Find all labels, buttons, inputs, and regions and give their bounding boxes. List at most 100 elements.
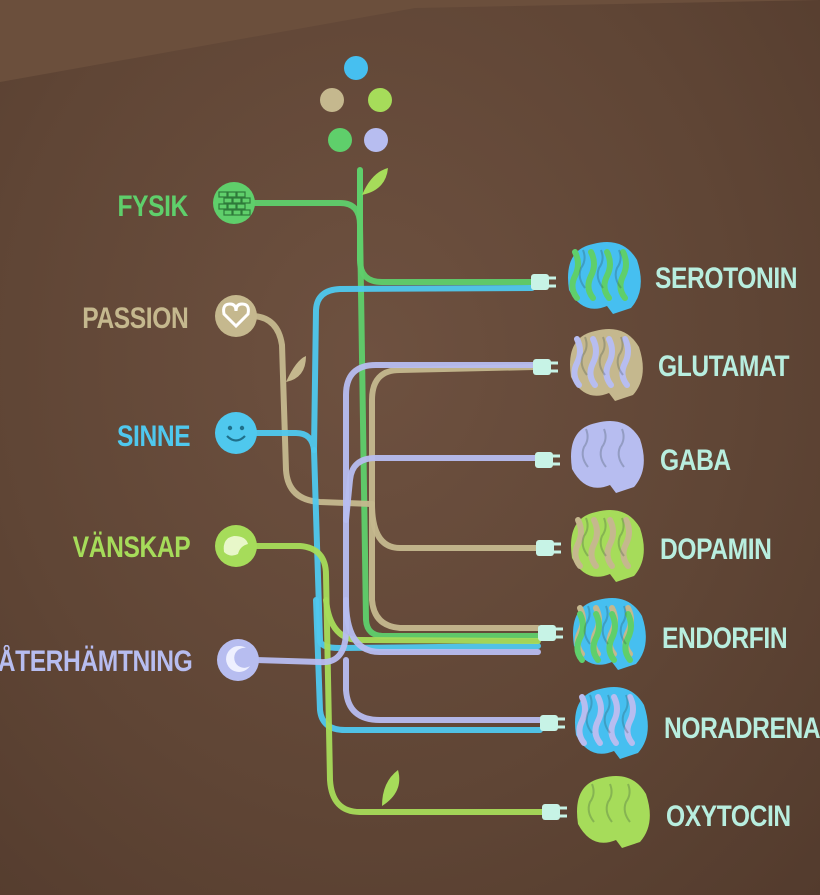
brain-icon-glutamat	[570, 329, 643, 401]
moon-icon	[217, 639, 259, 681]
source-label-aterhamtning: ÅTERHÄMTNING	[0, 645, 192, 678]
connection-lines	[251, 200, 545, 815]
tree-decoration	[286, 56, 400, 806]
tree-dot	[368, 88, 392, 112]
plug-glutamat	[533, 359, 558, 375]
leaf-icon	[382, 770, 400, 806]
tree-dot	[364, 128, 388, 152]
plug-body	[536, 540, 554, 556]
brain-icon-gaba	[571, 421, 644, 493]
brain-fold	[571, 336, 583, 388]
brick	[227, 191, 237, 198]
brain-groove	[614, 249, 622, 289]
brain-fold	[617, 249, 629, 301]
connection-line-sinne-serotonin	[251, 285, 535, 453]
brick	[232, 197, 242, 204]
brick	[223, 209, 233, 216]
target-label-noradrenalin: NORADRENALIN	[664, 712, 820, 745]
brain-groove	[617, 428, 625, 468]
brain-fold	[608, 694, 620, 746]
brain-groove	[599, 428, 607, 468]
plug-noradrenalin	[540, 715, 565, 731]
brain-icon-noradrenalin	[575, 687, 648, 759]
target-label-serotonin: SEROTONIN	[655, 262, 798, 295]
connection-line-fysik-serotonin	[251, 200, 535, 285]
brain-fold	[601, 249, 613, 301]
brain-groove	[599, 517, 607, 557]
brick	[241, 209, 251, 216]
target-label-oxytocin: OXYTOCIN	[666, 800, 791, 833]
brain-icon-dopamin	[571, 510, 644, 582]
brain-groove	[616, 336, 624, 376]
brain-groove	[581, 517, 589, 557]
brain-groove	[585, 694, 593, 734]
brain-fold	[592, 694, 604, 746]
plug-gaba	[535, 452, 560, 468]
brain-groove	[598, 336, 606, 376]
tree-dot	[328, 128, 352, 152]
connection-line-återhämtning-glutamat	[253, 362, 537, 666]
brick	[232, 209, 242, 216]
brain-fold	[622, 611, 634, 663]
plug-body	[538, 625, 556, 641]
source-icons	[213, 182, 259, 681]
brain-groove	[580, 336, 588, 376]
smiley-icon	[215, 412, 257, 454]
brain-groove	[605, 783, 613, 823]
connection-line-återhämtning-noradrenalin	[343, 657, 543, 723]
brain-groove	[619, 605, 627, 645]
plug-endorfin	[538, 625, 563, 641]
handshake-icon	[215, 525, 257, 567]
brain-icon-serotonin	[568, 242, 641, 314]
brain-fold	[620, 517, 632, 569]
brain-fold	[624, 694, 636, 746]
brain-fold	[588, 517, 600, 569]
plug-body	[542, 804, 560, 820]
brick	[218, 203, 228, 210]
brain-fold	[603, 336, 615, 388]
brain-icon-oxytocin	[577, 776, 650, 848]
brain-fold	[604, 517, 616, 569]
connector-plugs	[531, 274, 567, 820]
moon-shape	[226, 645, 250, 672]
target-label-gaba: GABA	[660, 444, 731, 477]
brain-groove	[623, 783, 631, 823]
brain-groove	[596, 249, 604, 289]
leaf-icon	[362, 168, 388, 195]
brain-icons	[568, 242, 650, 848]
source-label-vanskap: VÄNSKAP	[72, 531, 191, 564]
brain-groove	[578, 249, 586, 289]
source-icon-circle	[217, 639, 259, 681]
smiley-eye	[227, 425, 233, 431]
leaf-icon	[286, 356, 306, 382]
connection-line-återhämtning-endorfin	[343, 597, 541, 655]
plug-dopamin	[536, 540, 561, 556]
brick	[236, 203, 246, 210]
tree-dot	[344, 56, 368, 80]
connection-line-passion-glutamat	[251, 313, 375, 507]
connection-line-passion-dopamin	[369, 364, 537, 507]
connection-line-återhämtning-gaba	[343, 455, 539, 523]
brain-icon-endorfin	[573, 598, 646, 670]
tree-dot	[320, 88, 344, 112]
brain-groove	[603, 694, 611, 734]
brain-fold	[574, 611, 586, 663]
smiley-eye	[239, 425, 245, 431]
brick	[223, 197, 233, 204]
brain-groove	[621, 694, 629, 734]
brain-groove	[587, 783, 595, 823]
brain-fold	[619, 336, 631, 388]
brain-shape	[571, 421, 644, 493]
plug-oxytocin	[542, 804, 567, 820]
source-icon-circle	[215, 412, 257, 454]
target-label-glutamat: GLUTAMAT	[658, 350, 790, 383]
connection-line-passion-endorfin	[369, 501, 540, 551]
connection-line-vänskap-endorfin	[323, 597, 541, 644]
plug-body	[533, 359, 551, 375]
target-label-endorfin: ENDORFIN	[662, 622, 788, 655]
plug-body	[540, 715, 558, 731]
brain-groove	[583, 605, 591, 645]
brain-fold	[587, 336, 599, 388]
